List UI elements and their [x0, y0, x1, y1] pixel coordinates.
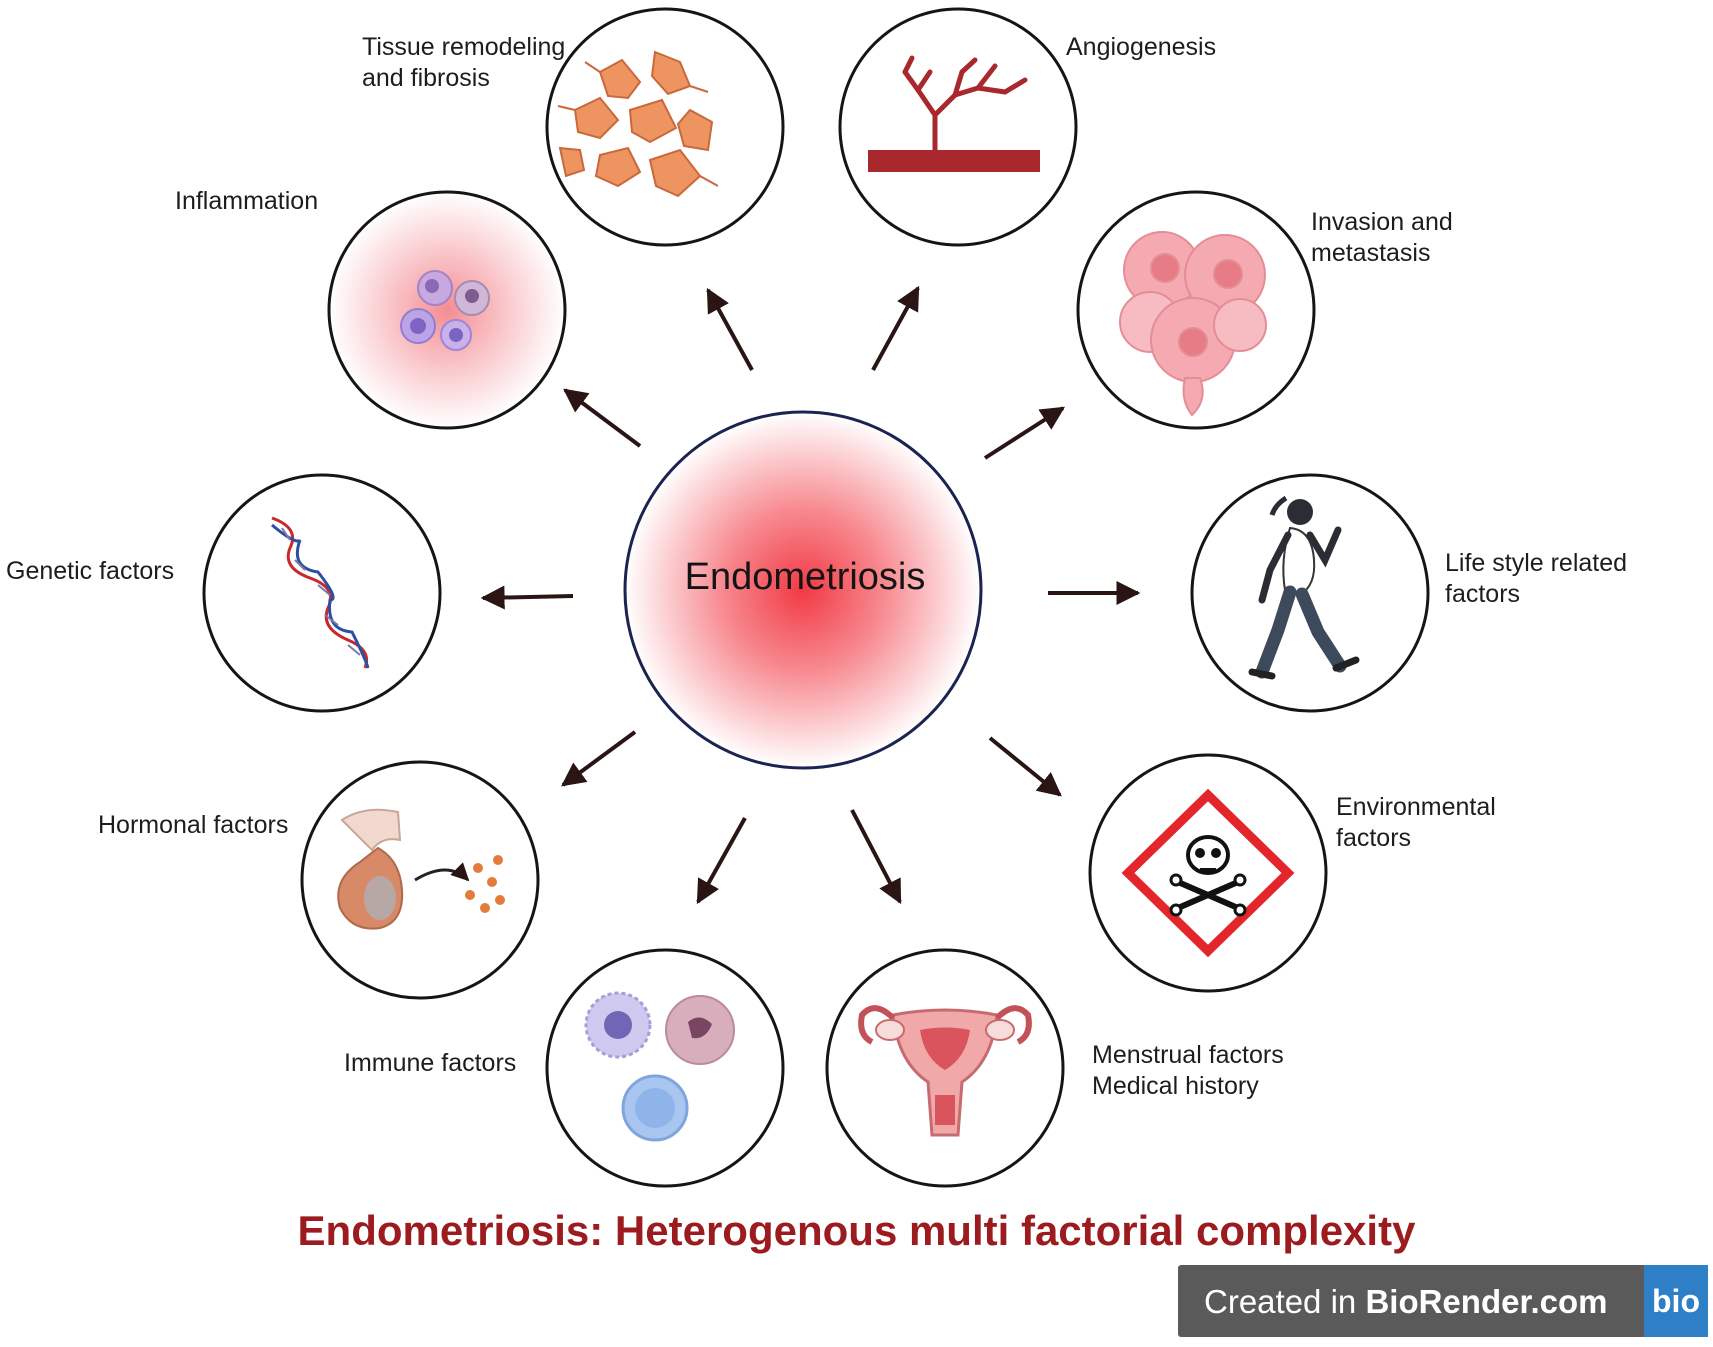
- label-lifestyle: Life style related factors: [1445, 549, 1628, 608]
- label-inflammation: Inflammation: [175, 187, 319, 215]
- toxic-hazard-icon: [1121, 788, 1295, 958]
- immune-cells-icon: [584, 991, 735, 1142]
- watermark-brand: BioRender.com: [1365, 1283, 1608, 1320]
- factor-hormonal: [300, 760, 540, 1000]
- arrow-hormonal: [561, 730, 637, 787]
- arrow-environmental: [988, 736, 1062, 797]
- diagram-title: Endometriosis: Heterogenous multi factor…: [297, 1207, 1416, 1254]
- center-label: Endometriosis: [684, 556, 926, 598]
- arrows: [480, 285, 1141, 905]
- arrow-angiogenesis: [871, 285, 920, 371]
- label-immune: Immune factors: [344, 1049, 517, 1077]
- factor-immune: [545, 948, 785, 1188]
- inflammatory-cells-icon: [400, 270, 490, 351]
- arrow-inflammation: [563, 388, 642, 448]
- arrow-invasion: [983, 406, 1066, 460]
- center-circle: [623, 410, 983, 770]
- biorender-watermark: Created in BioRender.com bio: [1178, 1265, 1708, 1337]
- label-menstrual: Menstrual factors Medical history: [1092, 1041, 1284, 1100]
- gland-hormone-icon: [337, 808, 505, 930]
- arrow-genetic: [480, 585, 574, 610]
- label-invasion-metastasis: Invasion and metastasis: [1311, 208, 1453, 267]
- tumor-cells-icon: [1119, 231, 1267, 417]
- walking-woman-icon: [1248, 495, 1360, 680]
- label-angiogenesis: Angiogenesis: [1066, 33, 1217, 61]
- arrow-tissue: [706, 287, 754, 371]
- factor-tissue-remodeling: [545, 7, 785, 247]
- arrow-menstrual: [850, 809, 902, 905]
- watermark-text: Created in BioRender.com: [1204, 1283, 1608, 1321]
- arrow-immune: [696, 817, 747, 905]
- label-genetic: Genetic factors: [6, 557, 175, 585]
- factor-lifestyle: [1190, 473, 1430, 713]
- uterus-icon: [858, 1005, 1032, 1137]
- watermark-prefix: Created in: [1204, 1283, 1366, 1320]
- factor-angiogenesis: [838, 7, 1078, 247]
- factor-environmental: [1088, 753, 1328, 993]
- fibroblast-cells-icon: [557, 50, 719, 198]
- label-tissue-remodeling: Tissue remodeling and fibrosis: [362, 33, 566, 92]
- dna-helix-icon: [271, 516, 370, 669]
- label-hormonal: Hormonal factors: [98, 811, 289, 839]
- biorender-logo-icon: bio: [1644, 1265, 1708, 1337]
- label-environmental: Environmental factors: [1336, 793, 1496, 852]
- factor-inflammation: [327, 190, 567, 430]
- blood-vessel-branching-icon: [868, 55, 1040, 172]
- factor-invasion-metastasis: [1076, 190, 1316, 430]
- factor-menstrual: [825, 948, 1065, 1188]
- factor-genetic: [202, 473, 442, 713]
